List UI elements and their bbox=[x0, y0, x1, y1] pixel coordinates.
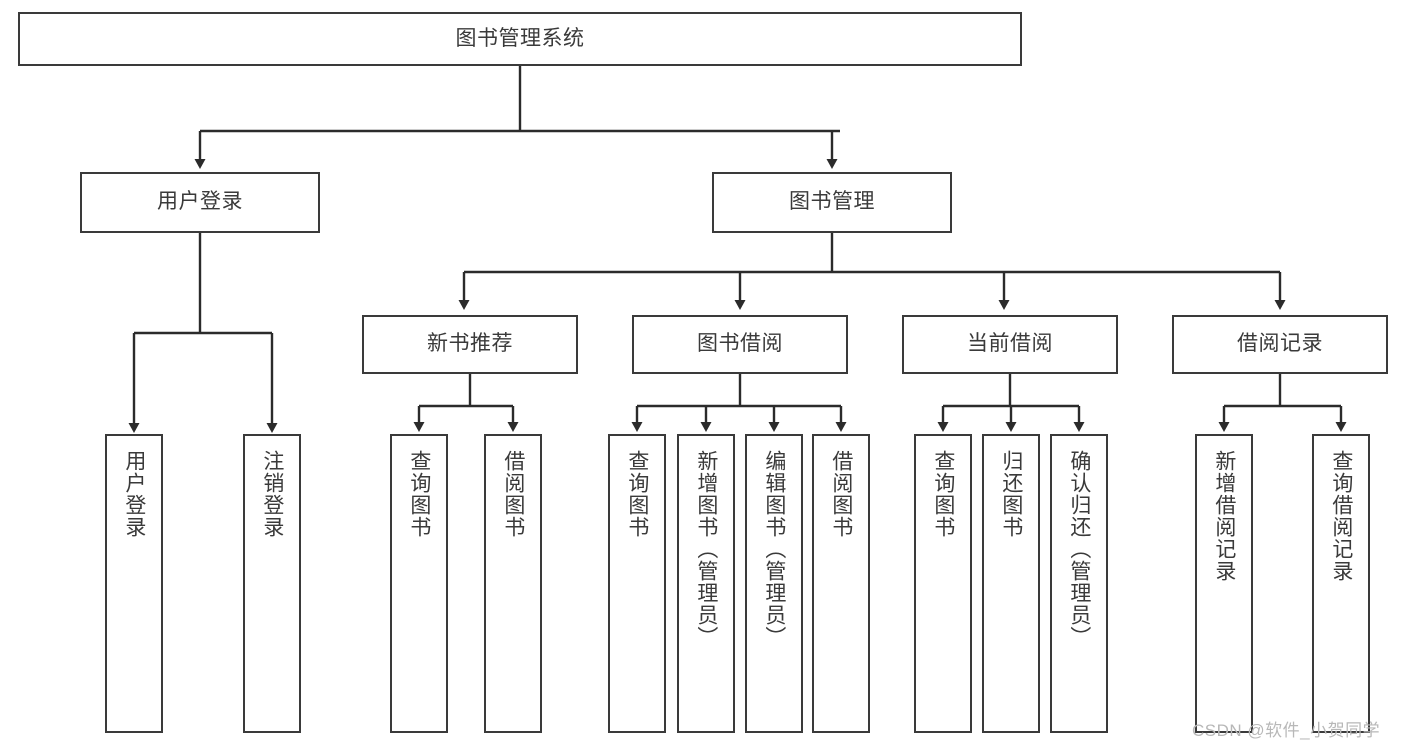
node-leaf-add-book-admin-label: 新增图书（管理员） bbox=[694, 450, 718, 648]
node-user-login[interactable]: 用户登录 bbox=[80, 172, 320, 233]
node-leaf-user-login[interactable]: 用户登录 bbox=[105, 434, 163, 733]
node-leaf-edit-book-admin[interactable]: 编辑图书（管理员） bbox=[745, 434, 803, 733]
node-leaf-logout-label: 注销登录 bbox=[260, 450, 284, 538]
node-leaf-query-borrow-record[interactable]: 查询借阅记录 bbox=[1312, 434, 1370, 733]
node-leaf-add-borrow-record[interactable]: 新增借阅记录 bbox=[1195, 434, 1253, 733]
node-leaf-return-book-label: 归还图书 bbox=[999, 450, 1023, 538]
node-leaf-query-book-new[interactable]: 查询图书 bbox=[390, 434, 448, 733]
node-leaf-return-book[interactable]: 归还图书 bbox=[982, 434, 1040, 733]
node-leaf-confirm-return-admin[interactable]: 确认归还（管理员） bbox=[1050, 434, 1108, 733]
node-root-label: 图书管理系统 bbox=[455, 26, 585, 50]
node-new-book-recommend[interactable]: 新书推荐 bbox=[362, 315, 578, 374]
node-leaf-query-book-borrow[interactable]: 查询图书 bbox=[608, 434, 666, 733]
node-leaf-borrow-book-new[interactable]: 借阅图书 bbox=[484, 434, 542, 733]
node-leaf-query-book-current-label: 查询图书 bbox=[931, 450, 955, 538]
node-leaf-user-login-label: 用户登录 bbox=[122, 450, 146, 538]
watermark-text: CSDN @软件_小贺同学 bbox=[1192, 721, 1381, 740]
node-leaf-add-borrow-record-label: 新增借阅记录 bbox=[1212, 450, 1236, 582]
node-current-borrow[interactable]: 当前借阅 bbox=[902, 315, 1118, 374]
node-borrow-records-label: 借阅记录 bbox=[1237, 332, 1323, 356]
node-leaf-borrow-book-new-label: 借阅图书 bbox=[501, 450, 525, 538]
node-leaf-query-book-current[interactable]: 查询图书 bbox=[914, 434, 972, 733]
node-leaf-query-borrow-record-label: 查询借阅记录 bbox=[1329, 450, 1353, 582]
node-root[interactable]: 图书管理系统 bbox=[18, 12, 1022, 66]
node-book-management[interactable]: 图书管理 bbox=[712, 172, 952, 233]
node-new-book-recommend-label: 新书推荐 bbox=[427, 332, 513, 356]
node-user-login-label: 用户登录 bbox=[157, 190, 243, 214]
node-leaf-query-book-borrow-label: 查询图书 bbox=[625, 450, 649, 538]
node-borrow-records[interactable]: 借阅记录 bbox=[1172, 315, 1388, 374]
node-book-borrow-label: 图书借阅 bbox=[697, 332, 783, 356]
node-leaf-edit-book-admin-label: 编辑图书（管理员） bbox=[762, 450, 786, 648]
node-book-management-label: 图书管理 bbox=[789, 190, 875, 214]
node-leaf-confirm-return-admin-label: 确认归还（管理员） bbox=[1067, 450, 1091, 648]
node-current-borrow-label: 当前借阅 bbox=[967, 332, 1053, 356]
node-leaf-logout[interactable]: 注销登录 bbox=[243, 434, 301, 733]
node-leaf-add-book-admin[interactable]: 新增图书（管理员） bbox=[677, 434, 735, 733]
node-leaf-borrow-book[interactable]: 借阅图书 bbox=[812, 434, 870, 733]
node-book-borrow[interactable]: 图书借阅 bbox=[632, 315, 848, 374]
node-leaf-query-book-new-label: 查询图书 bbox=[407, 450, 431, 538]
node-leaf-borrow-book-label: 借阅图书 bbox=[829, 450, 853, 538]
